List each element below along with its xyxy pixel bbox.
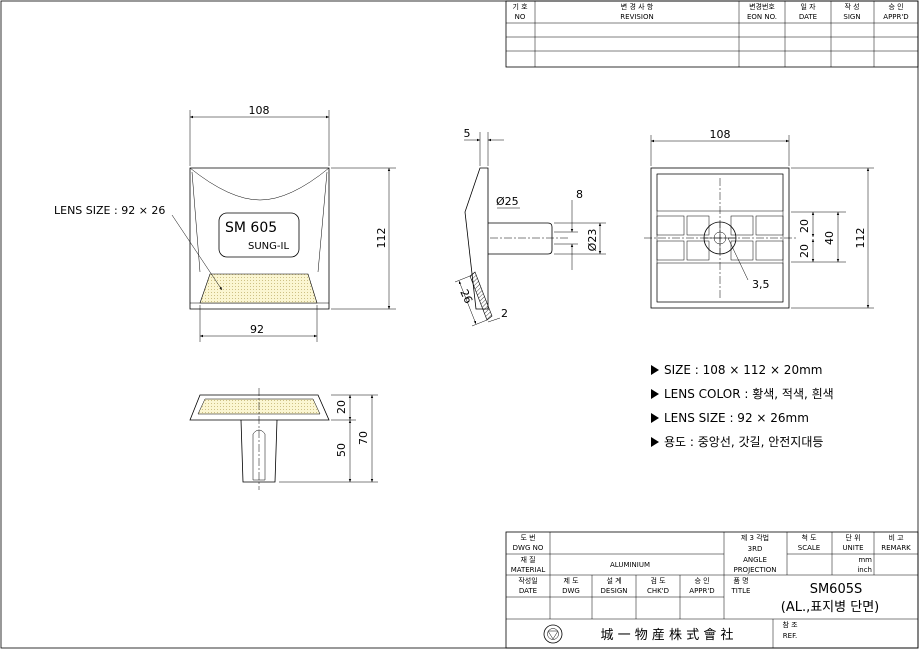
side-lens-height-dim: 26: [457, 287, 475, 305]
rev-header-eon-ko: 변경번호: [749, 2, 775, 11]
scale-en: SCALE: [798, 544, 820, 552]
remark-ko: 비 고: [888, 533, 904, 542]
remark-en: REMARK: [881, 544, 911, 552]
scale-ko: 척 도: [801, 534, 817, 542]
projection-ko: 제 3 각법: [741, 533, 769, 542]
side-section-view: 5 Ø25 8 Ø23 26 2: [454, 127, 606, 327]
rev-header-revision-en: REVISION: [620, 13, 653, 21]
bottom-top-dim: 20: [335, 400, 348, 414]
spec-list: SIZE : 108 × 112 × 20mm LENS COLOR : 황색,…: [651, 363, 834, 449]
apprd-ko: 승 인: [694, 576, 709, 585]
title-en: TITLE: [731, 587, 751, 595]
front-height-dim: 112: [375, 228, 388, 249]
rev-header-eon-en: EON NO.: [747, 13, 777, 21]
spec-arrow-icon: [651, 365, 659, 375]
date-ko: 작성일: [518, 576, 537, 585]
spec-arrow-icon: [651, 389, 659, 399]
unit-mm: mm: [858, 556, 872, 564]
rev-header-apprd-en: APPR'D: [883, 13, 908, 21]
back-lower-dim: 20: [798, 244, 811, 258]
ref-ko: 참 조: [782, 621, 798, 629]
front-brand-text: SUNG-IL: [248, 241, 289, 252]
design-en: DESIGN: [601, 587, 628, 595]
unit-en: UNITE: [842, 544, 863, 552]
back-rib-dim: 3,5: [752, 278, 770, 291]
date-en: DATE: [519, 587, 537, 595]
rev-header-revision-ko: 변 경 사 항: [621, 2, 654, 11]
side-lens-depth-dim: 2: [501, 307, 508, 320]
apprd-en: APPR'D: [689, 587, 714, 595]
dwg-no-ko: 도 번: [520, 533, 535, 542]
bottom-view: 20 50 70: [189, 388, 378, 490]
front-model-text: SM 605: [225, 220, 277, 236]
front-view: SM 605 SUNG-IL 108 112 92 LENS SIZE : 92…: [54, 104, 396, 342]
back-center-dim: 40: [823, 231, 836, 245]
spec-lens-size: LENS SIZE : 92 × 26mm: [664, 411, 809, 425]
rev-header-sign-en: SIGN: [843, 13, 860, 21]
material-en: MATERIAL: [511, 566, 546, 574]
spec-lens-color: LENS COLOR : 황색, 적색, 흰색: [664, 387, 834, 401]
unit-ko: 단 위: [845, 533, 860, 542]
projection-en-3: PROJECTION: [733, 566, 776, 574]
dwg-ko: 제 도: [563, 577, 579, 585]
back-upper-dim: 20: [798, 219, 811, 233]
front-lens: [199, 273, 318, 304]
projection-en-2: ANGLE: [743, 556, 767, 564]
dwg-en: DWG: [562, 587, 580, 595]
unit-inch: inch: [857, 566, 872, 574]
bottom-total-dim: 70: [357, 431, 370, 445]
side-thickness-dim: 5: [464, 127, 471, 140]
revision-table: 기 호 변 경 사 항 변경번호 일 자 작 성 승 인 NO REVISION…: [505, 0, 919, 68]
rev-header-apprd-ko: 승 인: [888, 2, 903, 11]
ref-en: REF.: [783, 632, 797, 640]
material-ko: 재 질: [520, 556, 535, 564]
back-view: 108 20 20 40 112 3,5: [644, 128, 874, 309]
side-dia-top-dim: Ø25: [496, 195, 519, 208]
rev-header-no-en: NO: [515, 13, 526, 21]
title-value-1: SM605S: [810, 582, 863, 597]
lens-size-callout: LENS SIZE : 92 × 26: [54, 204, 165, 217]
chkd-en: CHK'D: [647, 587, 669, 595]
dwg-no-en: DWG NO: [513, 544, 544, 552]
design-ko: 설 계: [606, 576, 621, 585]
spec-usage: 용도 : 중앙선, 갓길, 안전지대등: [664, 435, 823, 449]
front-lens-width-dim: 92: [250, 323, 264, 336]
spec-arrow-icon: [651, 413, 659, 423]
company-logo-icon: [543, 624, 563, 644]
company-name: 城 一 物 産 株 式 會 社: [601, 627, 734, 643]
spec-arrow-icon: [651, 437, 659, 447]
title-value-2: (AL.,표지병 단면): [781, 600, 879, 615]
material-value: ALUMINIUM: [610, 561, 650, 569]
title-block: 도 번 DWG NO 재 질 MATERIAL ALUMINIUM 제 3 각법…: [505, 531, 919, 649]
projection-en-1: 3RD: [748, 545, 763, 553]
chkd-ko: 검 도: [650, 577, 666, 585]
side-dia-shaft-dim: Ø23: [586, 229, 599, 252]
side-shaft-dim: 8: [576, 188, 583, 201]
rev-header-sign-ko: 작 성: [844, 2, 859, 11]
title-ko: 품 명: [733, 576, 748, 585]
front-width-dim: 108: [249, 104, 270, 117]
back-height-dim: 112: [854, 228, 867, 249]
rev-header-no-ko: 기 호: [512, 2, 528, 11]
spec-size: SIZE : 108 × 112 × 20mm: [664, 363, 822, 377]
rev-header-date-en: DATE: [799, 13, 817, 21]
bottom-shaft-dim: 50: [335, 443, 348, 457]
rev-header-date-ko: 일 자: [800, 2, 816, 11]
back-width-dim: 108: [710, 128, 731, 141]
